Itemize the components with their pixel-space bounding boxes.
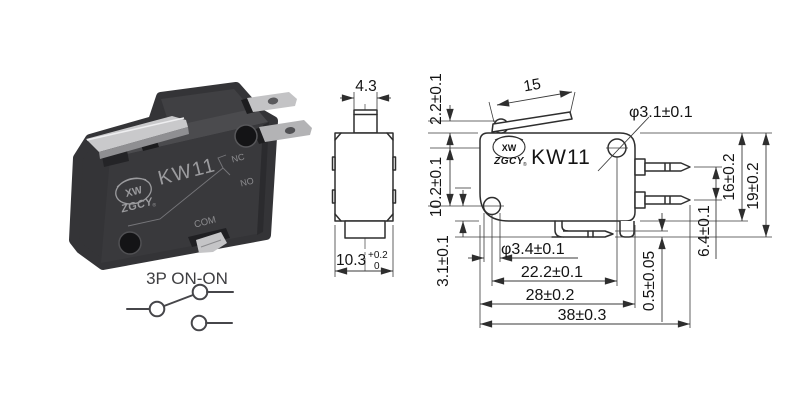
dim-overall-width: 38±0.3 <box>558 307 607 324</box>
schematic-label: 3P ON-ON <box>146 269 228 288</box>
dim-button-height: 2.2±0.1 <box>428 73 445 125</box>
switch-body-right-bevel <box>257 122 269 235</box>
lever-top-surface <box>86 116 188 152</box>
dim-side-top-width: 4.3 <box>355 78 377 95</box>
switch-body-rear-top <box>161 89 254 127</box>
front-nc-blade <box>644 162 691 172</box>
emblem-swoosh <box>116 178 147 188</box>
dim-bottom-hole-dia: φ3.4±0.1 <box>501 241 565 258</box>
engraved-circuit-line <box>127 167 224 227</box>
front-right-foot <box>619 221 635 238</box>
front-emblem-xw: XW <box>502 143 517 153</box>
front-lever <box>491 111 573 133</box>
side-view-drawing: 4.3 10.3 +0.2 0 <box>331 78 397 277</box>
switch-body-front-face <box>101 122 268 263</box>
dim-side-bottom-tol-plus: +0.2 <box>368 250 388 261</box>
front-brand-text: ZGCY <box>493 156 525 167</box>
photo-mounting-hole-top <box>234 124 258 148</box>
dim-hole-offset: 10.2±0.1 <box>428 157 445 217</box>
terminal-no-hole <box>284 127 296 134</box>
dim-body-height: 16±0.2 <box>721 153 738 200</box>
terminal-gap-top <box>241 98 255 114</box>
side-body-notches <box>331 156 397 204</box>
side-plunger <box>353 109 378 134</box>
front-terminals <box>551 158 691 238</box>
dim-hole-to-bottom: 3.1±0.1 <box>435 235 452 287</box>
photo-reg-mark: ® <box>152 201 158 209</box>
side-dim-top-width: 4.3 <box>340 78 391 110</box>
dim-terminal-thickness: 0.5±0.05 <box>641 251 658 311</box>
dim-hole-spacing: 22.2±0.1 <box>521 264 583 281</box>
front-reg-mark: ® <box>523 161 527 168</box>
schematic-pole <box>163 294 194 307</box>
front-dimension-lines <box>446 90 770 328</box>
front-view-drawing: 15 φ3.1±0.1 2.2±0.1 10.2±0.1 3.1±0.1 φ3.… <box>428 73 772 328</box>
dim-lever-length: 15 <box>522 76 542 96</box>
side-terminal-block <box>344 220 386 239</box>
engraved-circuit-mark <box>217 154 231 176</box>
emblem-xw-text: XW <box>124 184 143 200</box>
front-emblem-swoosh <box>494 136 524 141</box>
side-body-chamfers <box>334 132 394 222</box>
switch-lever <box>86 116 189 167</box>
dim-side-bottom-width: 10.3 <box>336 252 366 269</box>
front-no-boss <box>634 191 646 209</box>
dim-top-hole-dia: φ3.1±0.1 <box>629 104 693 121</box>
terminal-com-blade <box>196 232 227 253</box>
terminal-com-edge <box>200 239 222 248</box>
front-extension-lines <box>428 120 772 328</box>
photo-mounting-hole-bottom <box>118 231 142 255</box>
photo-nc-label: NC <box>230 151 246 164</box>
front-no-blade <box>644 195 691 205</box>
side-body <box>334 132 394 222</box>
front-nc-boss <box>634 158 646 176</box>
photo-no-label: NO <box>239 176 255 189</box>
side-dim-bottom-width: 10.3 +0.2 0 <box>334 225 394 277</box>
dim-overall-height: 19±0.2 <box>745 162 762 209</box>
lever-front-edge <box>99 127 189 159</box>
photo-com-label: COM <box>193 214 217 230</box>
front-com-bend-outer <box>551 220 564 238</box>
dim-side-bottom-tol-minus: 0 <box>374 261 380 272</box>
circuit-schematic: 3P ON-ON <box>126 269 234 332</box>
dim-terminal-pitch: 6.4±0.1 <box>696 205 713 257</box>
schematic-no-contact <box>190 314 208 332</box>
schematic-com-contact <box>148 300 166 318</box>
product-photo: KW11 XW ZGCY ® NC NO COM <box>69 82 312 270</box>
front-com-bend-inner <box>561 220 569 232</box>
lever-highlight <box>86 117 185 141</box>
terminal-nc-hole <box>267 97 279 105</box>
dim-body-width: 28±0.2 <box>526 287 575 304</box>
front-brand-emblem: XW ZGCY ® <box>492 135 527 168</box>
front-model-text: KW11 <box>531 146 591 169</box>
